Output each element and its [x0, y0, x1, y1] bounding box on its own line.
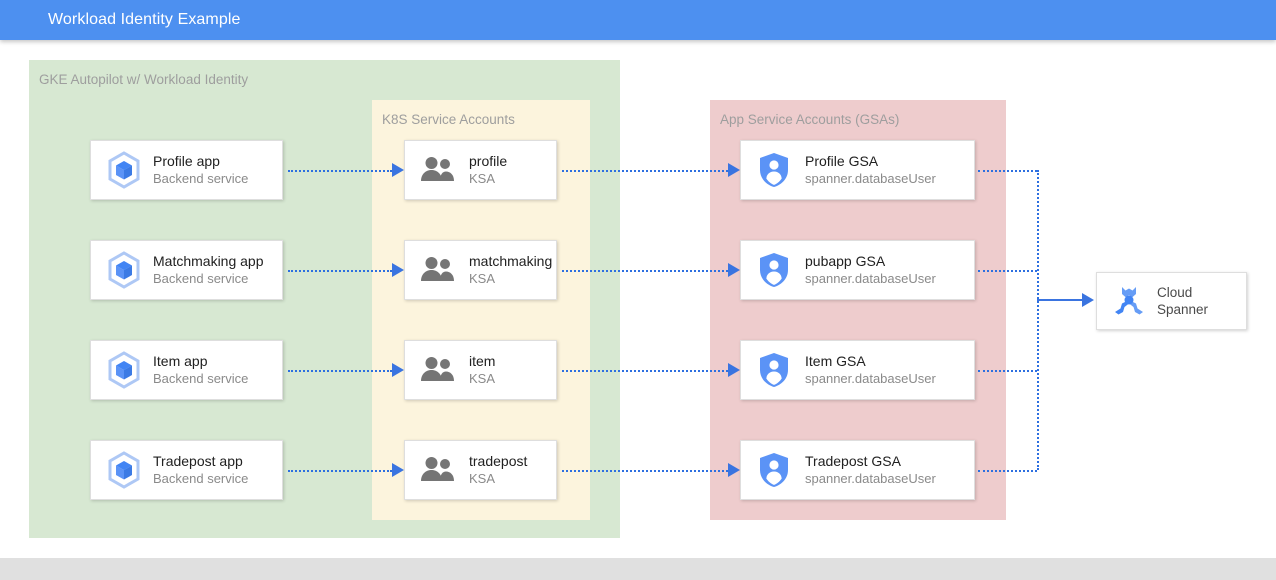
page-title: Workload Identity Example	[48, 11, 241, 28]
node-title: Tradepost GSA	[805, 453, 901, 469]
connector-vertical-bus	[1037, 170, 1039, 470]
node-subtitle: spanner.databaseUser	[805, 171, 936, 186]
arrowhead-ksa-to-gsa-3	[728, 363, 740, 377]
node-title-line2: Spanner	[1157, 302, 1209, 317]
node-title: Matchmaking app	[153, 253, 264, 269]
people-group-icon	[419, 151, 457, 189]
node-profile-app[interactable]: Profile app Backend service	[90, 140, 283, 200]
node-title: pubapp GSA	[805, 253, 886, 269]
node-title: Profile GSA	[805, 153, 879, 169]
people-group-icon	[419, 251, 457, 289]
connector-app-to-ksa-1	[288, 170, 392, 172]
node-ksa-tradepost[interactable]: tradepost KSA	[404, 440, 557, 500]
connector-gsa-to-bus-1	[978, 170, 1037, 172]
node-tradepost-app[interactable]: Tradepost app Backend service	[90, 440, 283, 500]
node-subtitle: KSA	[469, 471, 496, 486]
connector-app-to-ksa-4	[288, 470, 392, 472]
node-ksa-profile[interactable]: profile KSA	[404, 140, 557, 200]
shield-person-icon	[755, 351, 793, 389]
connector-gsa-to-bus-3	[978, 370, 1037, 372]
arrowhead-app-to-ksa-3	[392, 363, 404, 377]
group-k8s-service-accounts-label: K8S Service Accounts	[382, 112, 515, 127]
node-subtitle: Backend service	[153, 171, 249, 186]
node-item-app[interactable]: Item app Backend service	[90, 340, 283, 400]
node-title: matchmaking	[469, 253, 553, 269]
gke-cube-icon	[103, 349, 145, 391]
app-header: Workload Identity Example	[0, 0, 1276, 40]
node-gsa-item[interactable]: Item GSA spanner.databaseUser	[740, 340, 975, 400]
node-title-line1: Cloud	[1157, 285, 1193, 300]
node-title: tradepost	[469, 453, 528, 469]
arrowhead-ksa-to-gsa-1	[728, 163, 740, 177]
node-subtitle: Backend service	[153, 471, 249, 486]
node-title: item	[469, 353, 496, 369]
gke-cube-icon	[103, 149, 145, 191]
connector-gsa-to-bus-4	[978, 470, 1037, 472]
node-matchmaking-app[interactable]: Matchmaking app Backend service	[90, 240, 283, 300]
gke-cube-icon	[103, 249, 145, 291]
node-gsa-pubapp[interactable]: pubapp GSA spanner.databaseUser	[740, 240, 975, 300]
node-gsa-tradepost[interactable]: Tradepost GSA spanner.databaseUser	[740, 440, 975, 500]
people-group-icon	[419, 451, 457, 489]
arrowhead-app-to-ksa-1	[392, 163, 404, 177]
people-group-icon	[419, 351, 457, 389]
gke-cube-icon	[103, 449, 145, 491]
connector-ksa-to-gsa-1	[562, 170, 728, 172]
node-title: Profile app	[153, 153, 220, 169]
connector-gsa-to-bus-2	[978, 270, 1037, 272]
connector-ksa-to-gsa-3	[562, 370, 728, 372]
node-subtitle: spanner.databaseUser	[805, 371, 936, 386]
connector-ksa-to-gsa-2	[562, 270, 728, 272]
footer-bar	[0, 558, 1276, 580]
node-ksa-matchmaking[interactable]: matchmaking KSA	[404, 240, 557, 300]
cloud-spanner-icon	[1109, 281, 1149, 321]
shield-person-icon	[755, 151, 793, 189]
node-title: Item app	[153, 353, 208, 369]
shield-person-icon	[755, 451, 793, 489]
connector-app-to-ksa-2	[288, 270, 392, 272]
node-subtitle: KSA	[469, 371, 496, 386]
node-cloud-spanner[interactable]: Cloud Spanner	[1096, 272, 1247, 330]
node-gsa-profile[interactable]: Profile GSA spanner.databaseUser	[740, 140, 975, 200]
node-title: profile	[469, 153, 508, 169]
arrowhead-ksa-to-gsa-4	[728, 463, 740, 477]
arrowhead-app-to-ksa-4	[392, 463, 404, 477]
arrowhead-ksa-to-gsa-2	[728, 263, 740, 277]
node-subtitle: KSA	[469, 271, 496, 286]
shield-person-icon	[755, 251, 793, 289]
node-subtitle: KSA	[469, 171, 496, 186]
connector-bus-to-spanner	[1037, 299, 1087, 301]
group-gke-autopilot-label: GKE Autopilot w/ Workload Identity	[39, 72, 249, 87]
connector-app-to-ksa-3	[288, 370, 392, 372]
arrowhead-bus-to-spanner	[1082, 293, 1094, 307]
node-ksa-item[interactable]: item KSA	[404, 340, 557, 400]
node-subtitle: Backend service	[153, 371, 249, 386]
group-app-service-accounts-label: App Service Accounts (GSAs)	[720, 112, 900, 127]
diagram-canvas: GKE Autopilot w/ Workload Identity K8S S…	[0, 40, 1276, 558]
connector-ksa-to-gsa-4	[562, 470, 728, 472]
node-subtitle: Backend service	[153, 271, 249, 286]
node-title: Item GSA	[805, 353, 866, 369]
arrowhead-app-to-ksa-2	[392, 263, 404, 277]
node-subtitle: spanner.databaseUser	[805, 471, 936, 486]
node-title: Tradepost app	[153, 453, 243, 469]
node-subtitle: spanner.databaseUser	[805, 271, 936, 286]
